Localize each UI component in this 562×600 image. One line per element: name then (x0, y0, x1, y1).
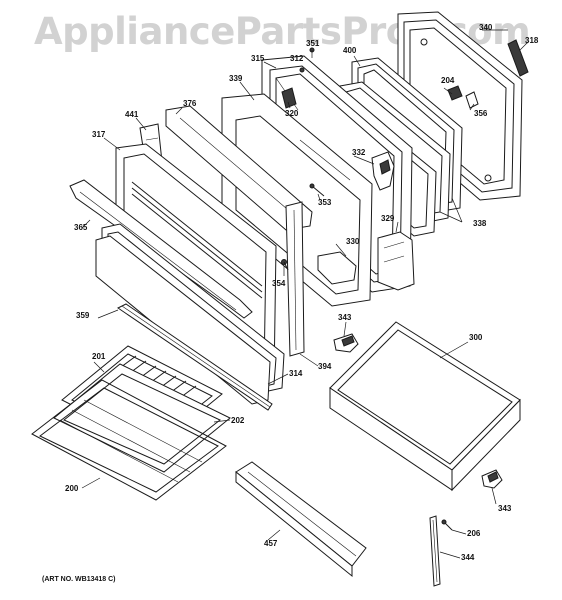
part-label-202: 202 (231, 416, 245, 425)
part-label-200: 200 (65, 484, 79, 493)
part-label-330: 330 (346, 237, 360, 246)
leader-lines (81, 29, 529, 559)
part-label-394: 394 (318, 362, 332, 371)
bracket-329 (377, 231, 415, 291)
part-label-356: 356 (474, 109, 488, 118)
hinge-320 (281, 47, 315, 109)
storage-drawer-300 (329, 321, 521, 492)
vent-trim-376 (165, 105, 313, 231)
clip-343-a (333, 333, 359, 353)
part-label-315: 315 (251, 54, 265, 63)
part-label-351: 351 (306, 39, 320, 48)
door-handle-365 (69, 179, 253, 319)
art-number: (ART NO. WB13418 C) (42, 576, 116, 583)
part-label-365: 365 (74, 223, 88, 232)
screw-206 (441, 519, 453, 531)
part-label-376: 376 (183, 99, 197, 108)
slide-rail-344 (429, 515, 441, 587)
hinge-bracket-204 (447, 85, 479, 109)
part-label-441: 441 (125, 110, 139, 119)
part-label-318: 318 (525, 36, 539, 45)
part-label-320: 320 (285, 109, 299, 118)
screw-353 (309, 183, 325, 197)
part-label-332: 332 (352, 148, 366, 157)
part-label-340: 340 (479, 23, 493, 32)
door-channel-330 (317, 251, 357, 285)
drawer-rail-359 (117, 303, 273, 411)
latch-332 (371, 151, 395, 191)
part-label-343b: 343 (498, 504, 512, 513)
gasket-strip-318 (507, 39, 529, 77)
oven-rack-200 (31, 379, 227, 501)
drawer-front-panel-314 (95, 223, 285, 405)
part-label-400: 400 (343, 46, 357, 55)
part-label-329: 329 (381, 214, 395, 223)
part-label-354: 354 (272, 279, 286, 288)
part-label-344: 344 (461, 553, 475, 562)
side-trim-394 (285, 201, 305, 357)
part-label-457: 457 (264, 539, 278, 548)
part-label-300: 300 (469, 333, 483, 342)
screw-354 (281, 259, 289, 271)
bottom-panel-457 (235, 461, 367, 578)
part-label-201: 201 (92, 352, 106, 361)
part-label-339: 339 (229, 74, 243, 83)
clip-343-b (481, 469, 503, 489)
part-label-353: 353 (318, 198, 332, 207)
part-label-343a: 343 (338, 313, 352, 322)
vent-slots (131, 181, 263, 299)
part-label-359: 359 (76, 311, 90, 320)
part-label-317: 317 (92, 130, 106, 139)
part-label-204: 204 (441, 76, 455, 85)
part-label-206: 206 (467, 529, 481, 538)
part-label-338: 338 (473, 219, 487, 228)
part-label-312: 312 (290, 54, 304, 63)
part-label-314: 314 (289, 369, 303, 378)
